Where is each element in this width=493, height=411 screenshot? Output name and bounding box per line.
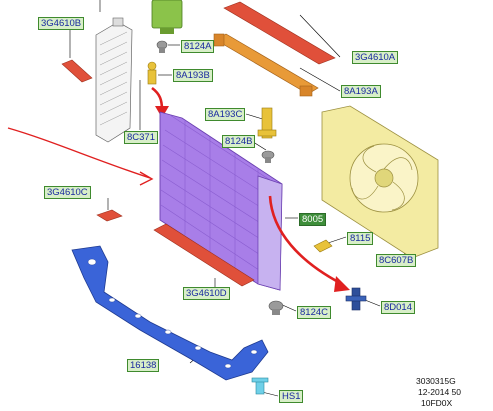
- upper-bracket-8a193a: [213, 33, 319, 97]
- label-8005: 8005: [299, 213, 327, 226]
- label-16138: 16138: [127, 359, 160, 372]
- screw-hs1: [251, 377, 269, 395]
- label-8124a: 8124A: [181, 40, 215, 53]
- sensor-8115: [313, 239, 333, 253]
- label-8d014: 8D014: [381, 301, 415, 314]
- stamp-line-2: 12-2014 50: [418, 387, 462, 397]
- label-3g4610c: 3G4610C: [44, 186, 91, 199]
- radiator-core: [159, 111, 283, 291]
- label-hs1: HS1: [279, 390, 304, 403]
- auxiliary-cooler: [95, 17, 133, 143]
- seal-strip-3g4610a: [223, 1, 336, 65]
- stamp-line-1: 3030315G: [416, 376, 456, 386]
- seal-strip-3g4610c: [96, 209, 123, 222]
- label-8c371: 8C371: [124, 131, 158, 144]
- reservoir-neck: [160, 28, 174, 34]
- seal-strip-3g4610d: [153, 223, 255, 287]
- bolt-8124c: [268, 300, 284, 315]
- label-8a193a: 8A193A: [341, 85, 381, 98]
- label-3g4610a: 3G4610A: [352, 51, 399, 64]
- seal-strip-3g4610b: [61, 59, 93, 83]
- clip-8a193c: [257, 107, 277, 139]
- label-8a193c: 8A193C: [205, 108, 246, 121]
- bolt-8124a: [156, 40, 168, 53]
- label-8115: 8115: [347, 232, 374, 245]
- flow-arrow-lower: [268, 195, 343, 286]
- label-8124c: 8124C: [297, 306, 331, 319]
- annotation-arrow: [7, 127, 151, 179]
- flow-arrow-upper-head: [155, 106, 169, 118]
- label-3g4610b: 3G4610B: [38, 17, 85, 30]
- label-3g4610d: 3G4610D: [183, 287, 230, 300]
- label-8c607b: 8C607B: [376, 254, 417, 267]
- coolant-reservoir-part: [151, 0, 183, 29]
- flow-arrow-lower-head: [334, 276, 350, 292]
- clip-8a193b: [147, 61, 157, 85]
- label-8124b: 8124B: [222, 135, 256, 148]
- bolt-8124b: [261, 150, 275, 163]
- label-8a193b: 8A193B: [173, 69, 213, 82]
- fan-shroud-8c607b: [321, 105, 439, 259]
- lower-carrier-16138: [71, 245, 269, 381]
- hose-8d014: [345, 287, 367, 311]
- annotation-arrow-head: [139, 171, 154, 186]
- stamp-line-3: 10FD0X: [421, 398, 453, 408]
